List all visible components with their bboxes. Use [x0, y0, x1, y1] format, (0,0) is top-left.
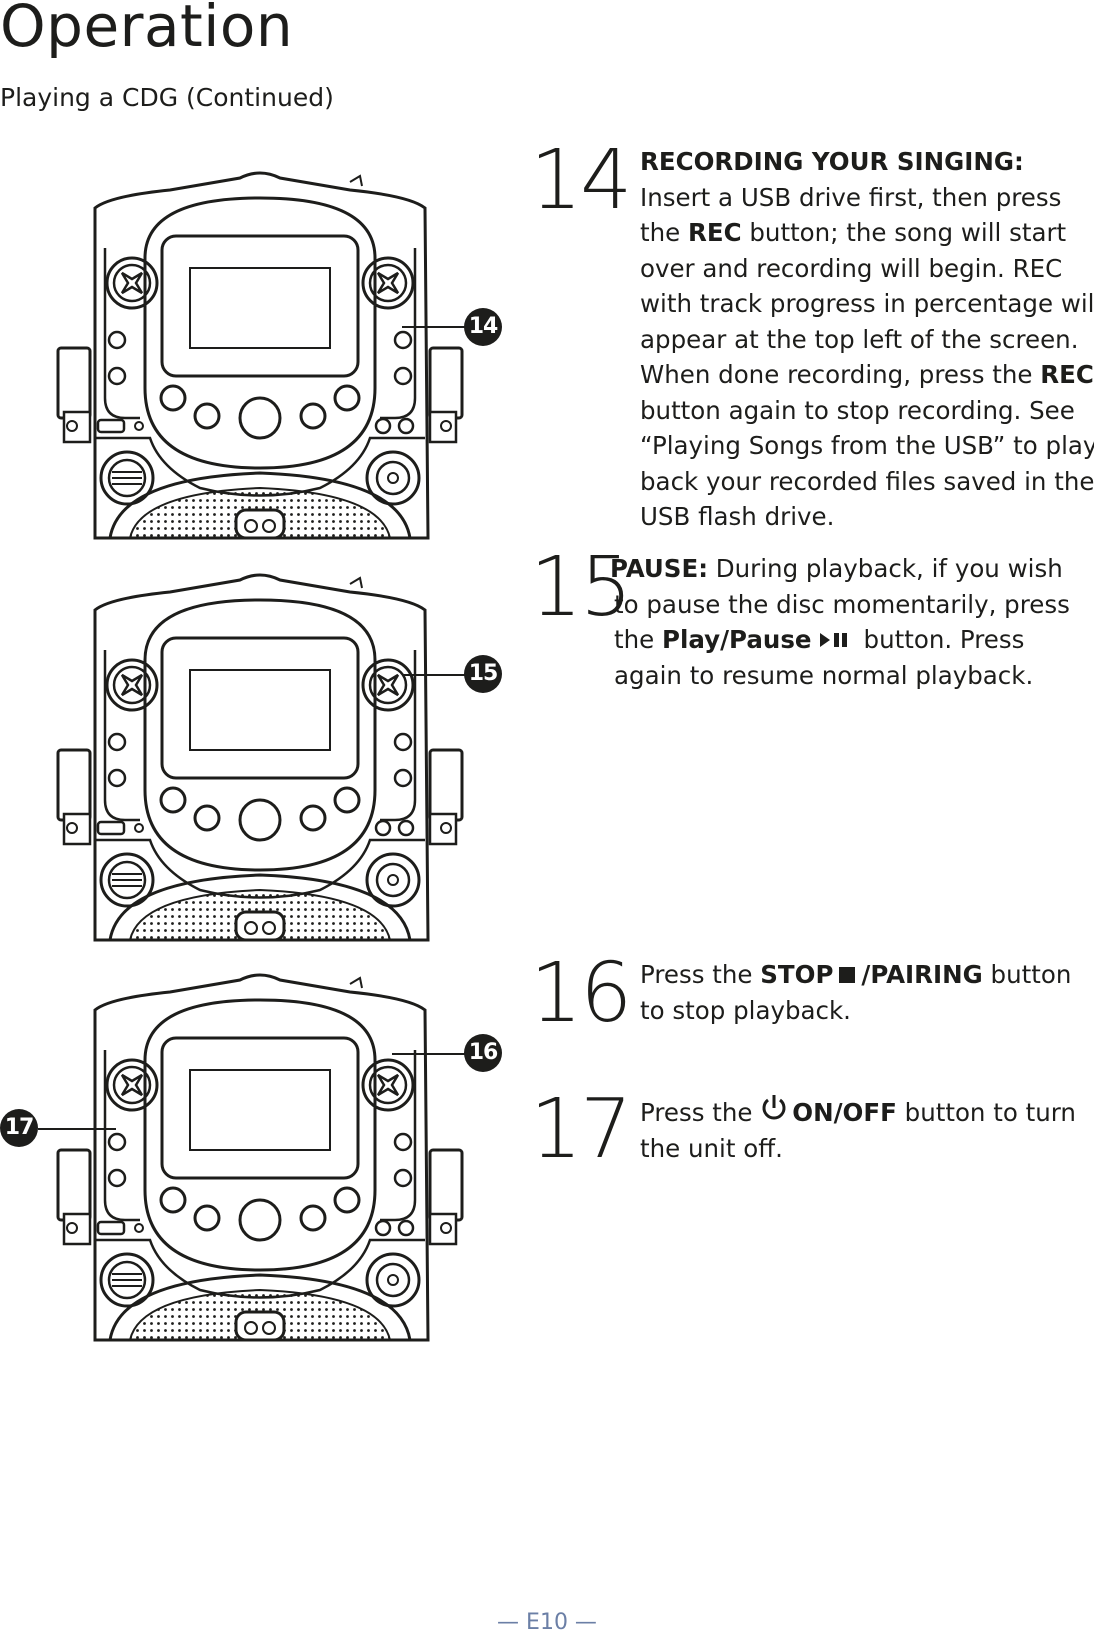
rec-label: REC	[688, 218, 742, 247]
page-subtitle: Playing a CDG (Continued)	[0, 83, 334, 112]
step-text: Press the STOP/PAIRING button to stop pl…	[640, 957, 1084, 1028]
text-line: the unit off.	[640, 1133, 783, 1163]
text-line: to stop playback.	[640, 995, 851, 1025]
text-line: During playback, if you wish	[708, 554, 1063, 583]
step-heading: RECORDING YOUR SINGING:	[640, 147, 1024, 176]
karaoke-device-illustration	[50, 158, 480, 558]
text-line: with track progress in percentage will	[640, 289, 1094, 318]
karaoke-device-illustration	[50, 560, 480, 960]
step-text: PAUSE: During playback, if you wish to p…	[610, 551, 1070, 693]
text-line: appear at the top left of the screen.	[640, 324, 1079, 354]
step-number: 17	[530, 1082, 632, 1177]
callout-badge-17: 17	[0, 1109, 38, 1147]
on-off-label: ON/OFF	[792, 1098, 897, 1127]
text-line: When done recording, press the REC	[640, 360, 1094, 389]
step-text: Press the ON/OFF button to turn the unit…	[640, 1093, 1084, 1166]
text-line: back your recorded files saved in the	[640, 466, 1094, 496]
text-line: USB flash drive.	[640, 502, 835, 531]
text-line: “Playing Songs from the USB” to play	[640, 431, 1094, 460]
callout-badge-14: 14	[464, 308, 502, 346]
text-line: the REC button; the song will start	[640, 218, 1067, 247]
text-line: Press the ON/OFF button to turn	[640, 1093, 1084, 1131]
section-reference: Playing Songs from the USB	[651, 431, 993, 460]
play-pause-icon	[819, 633, 847, 647]
text-line: again to resume normal playback.	[614, 660, 1034, 690]
pairing-label: /PAIRING	[861, 960, 983, 989]
step-number: 15	[530, 540, 632, 635]
power-icon	[762, 1095, 786, 1120]
callout-line	[402, 326, 466, 328]
text-line: to pause the disc momentarily, press	[614, 589, 1070, 619]
karaoke-device-illustration	[50, 960, 480, 1360]
text-line: Press the STOP/PAIRING button	[640, 960, 1072, 989]
rec-label: REC	[1040, 360, 1094, 389]
callout-line	[38, 1128, 116, 1130]
callout-line	[402, 674, 466, 676]
text-line: over and recording will begin. REC	[640, 253, 1063, 283]
step-text: RECORDING YOUR SINGING: Insert a USB dri…	[640, 144, 1094, 535]
stop-icon	[839, 967, 856, 983]
step-heading: PAUSE:	[610, 554, 708, 583]
text-line: button again to stop recording. See	[640, 395, 1075, 425]
callout-badge-16: 16	[464, 1034, 502, 1072]
play-pause-label: Play/Pause	[662, 625, 812, 654]
text-line: Insert a USB drive first, then press	[640, 182, 1062, 212]
callout-badge-15: 15	[464, 655, 502, 693]
step-number: 16	[530, 946, 632, 1041]
step-number: 14	[530, 133, 632, 228]
page-number: — E10 —	[497, 1610, 597, 1635]
callout-line	[392, 1053, 466, 1055]
page-title: Operation	[0, 0, 294, 60]
stop-label: STOP	[760, 960, 834, 989]
